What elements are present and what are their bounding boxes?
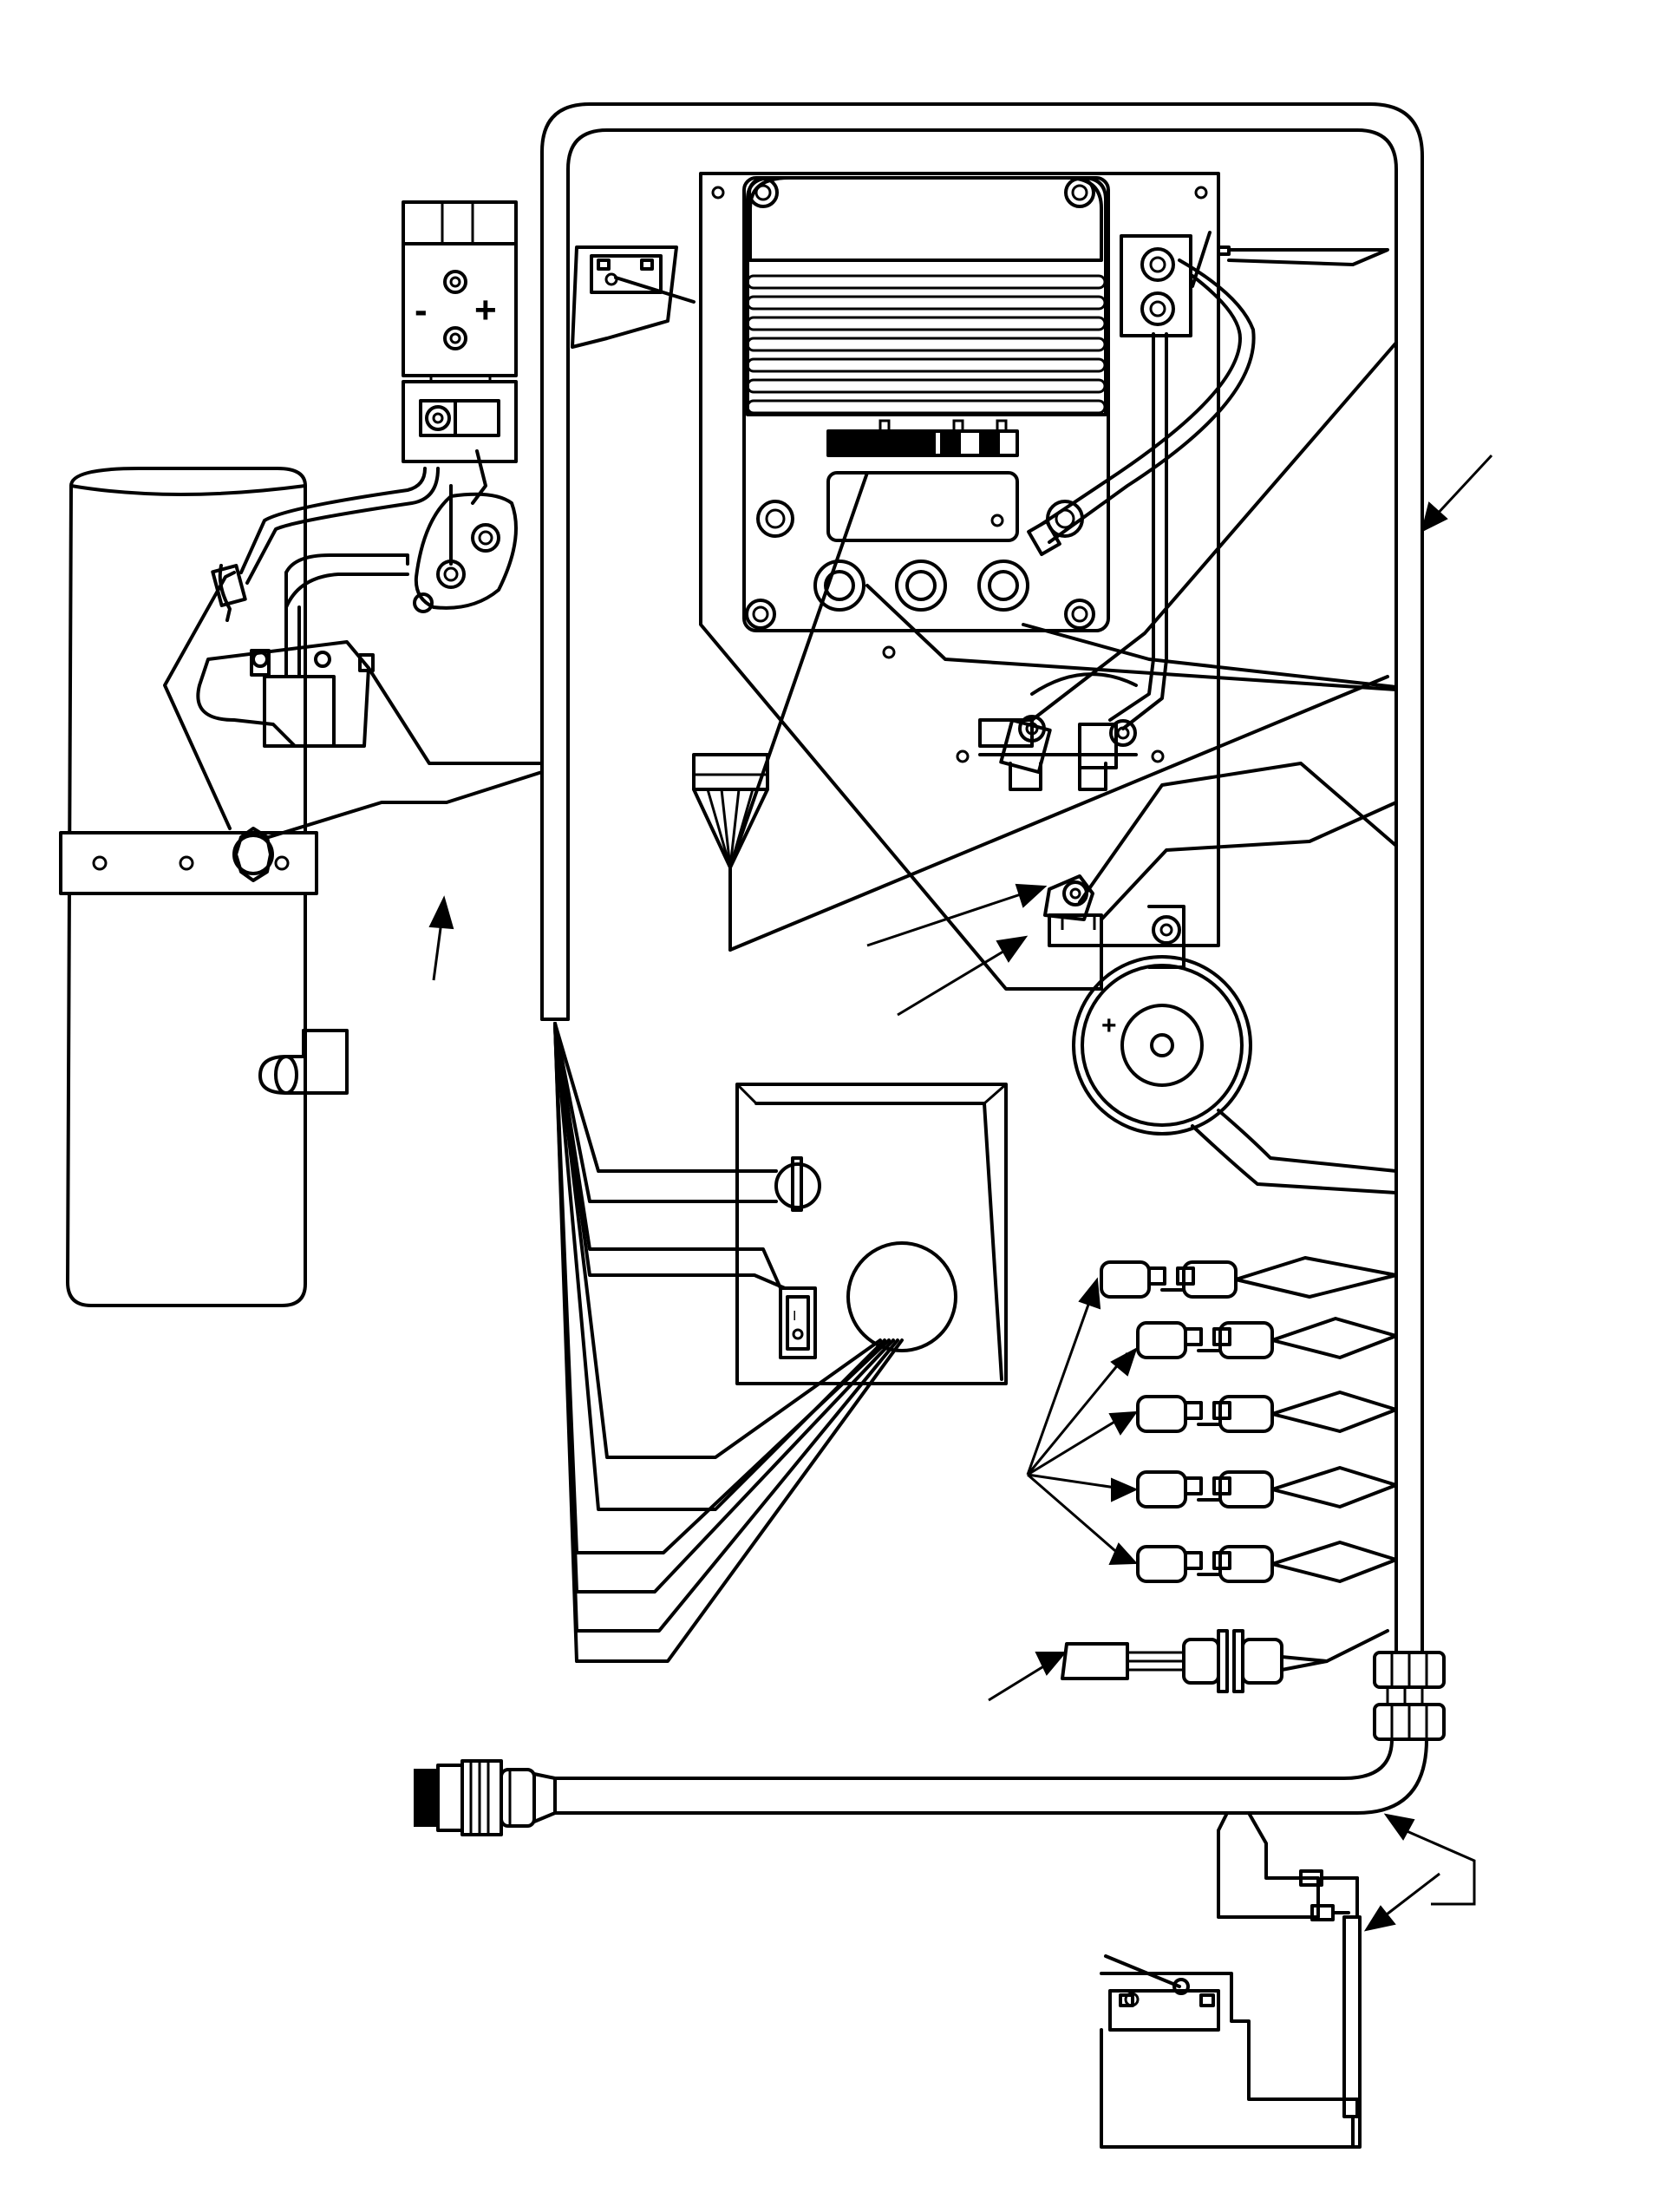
controller-mounting-plate xyxy=(699,172,1220,991)
main-contactor xyxy=(1027,231,1389,661)
callout-arrows xyxy=(428,454,1493,1932)
harness-end-connectors xyxy=(1373,1651,1446,1741)
arrowhead-icon xyxy=(1363,1905,1396,1932)
connector-pair-2 xyxy=(1136,1317,1398,1359)
connector-pair-3 xyxy=(1136,1391,1398,1433)
battery-plus-symbol: + xyxy=(474,289,497,331)
horn: + xyxy=(1072,905,1398,1194)
battery-connector: - + xyxy=(402,200,518,463)
upper-micro-switch xyxy=(571,245,696,349)
connector-pair-5 xyxy=(1136,1541,1398,1583)
secondary-contactor xyxy=(978,658,1168,791)
controller-label-window xyxy=(826,471,1019,542)
arrowhead-icon xyxy=(428,895,454,930)
harness-dash-leads xyxy=(553,1022,904,1663)
arrowhead-icon xyxy=(1383,1813,1415,1841)
key-switch-icon xyxy=(774,1156,821,1212)
heat-sink-fins xyxy=(746,274,1107,415)
arrowhead-icon xyxy=(1078,1277,1101,1310)
arrowhead-icon xyxy=(1110,1346,1138,1377)
mounting-hole-icon xyxy=(745,177,1095,630)
arrowhead-icon xyxy=(996,935,1029,963)
battery-minus-symbol: - xyxy=(415,289,428,331)
gauge-icon xyxy=(846,1241,957,1352)
arrowhead-icon xyxy=(1421,501,1448,533)
connector-pairs xyxy=(1100,1256,1398,1583)
fuse-holder xyxy=(1043,762,1398,947)
inline-sensor xyxy=(1061,1629,1389,1693)
controller-power-terminals xyxy=(813,560,1029,612)
lower-switch-branch xyxy=(1100,1811,1362,2149)
connector-pair-1 xyxy=(1100,1256,1398,1299)
arrowhead-icon xyxy=(1035,1652,1068,1676)
arrowhead-icon xyxy=(1015,883,1048,908)
motor-controller xyxy=(742,176,1110,632)
arrowhead-icon xyxy=(1108,1542,1139,1566)
lower-cable xyxy=(414,1738,1428,1836)
rocker-switch: I xyxy=(779,1286,817,1359)
connector-leader-fan xyxy=(1026,1292,1129,1563)
arrowhead-icon xyxy=(1111,1477,1139,1502)
dash-panel: I xyxy=(735,1083,1008,1385)
pump-motor xyxy=(59,449,544,1307)
rocker-switch-symbol: I xyxy=(793,1309,796,1324)
connector-pair-4 xyxy=(1136,1466,1398,1508)
horn-plus-symbol: + xyxy=(1101,1011,1117,1040)
controller-harness-leads xyxy=(865,341,1398,722)
controller-logic-connector xyxy=(826,429,1019,457)
pump-mounting-band xyxy=(59,831,318,895)
arrowhead-icon xyxy=(1108,1410,1139,1436)
controller-plug xyxy=(692,471,1389,952)
